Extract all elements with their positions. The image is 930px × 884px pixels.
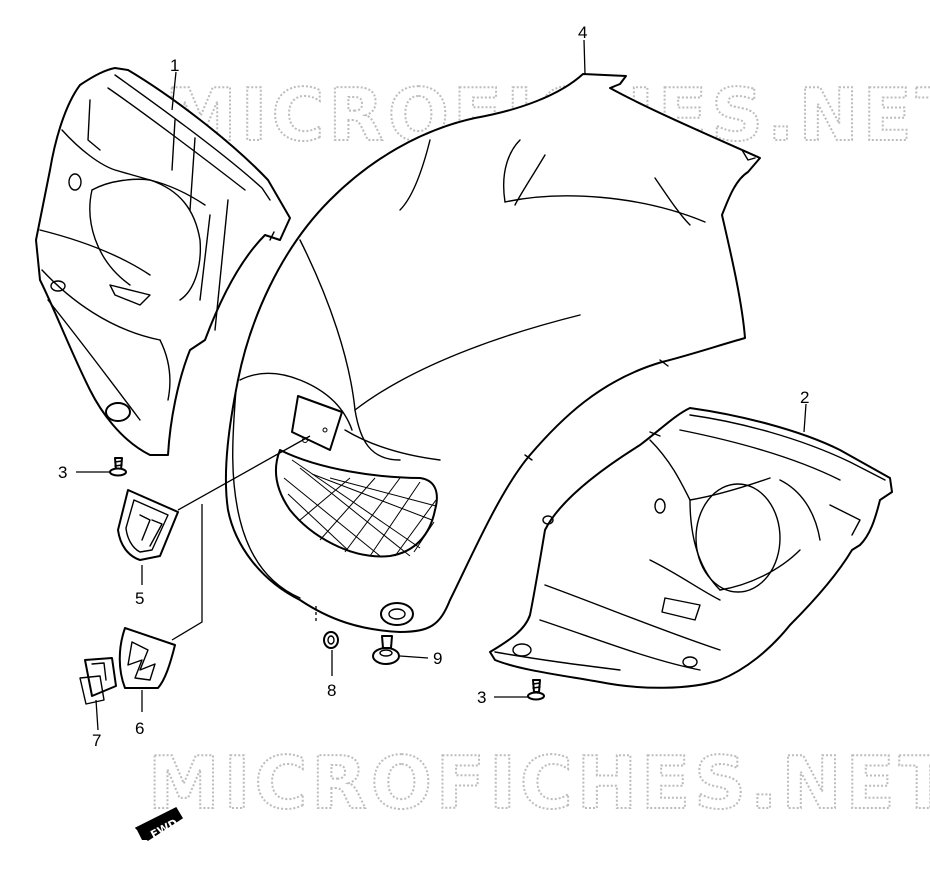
callout-3-left: 3 (58, 463, 67, 482)
watermark-bottom: MICROFICHES.NET (148, 741, 930, 825)
part-emblem-6[interactable] (118, 627, 176, 689)
part-grommet-8[interactable] (323, 631, 339, 649)
callout-8: 8 (327, 681, 336, 700)
part-front-cowl[interactable] (224, 73, 761, 633)
callout-4: 4 (578, 23, 587, 42)
leader-lines (76, 39, 807, 731)
callout-1: 1 (170, 56, 179, 75)
callout-7: 7 (92, 731, 101, 750)
callout-6: 6 (135, 719, 144, 738)
callout-3-right: 3 (477, 688, 486, 707)
part-inner-panel-left[interactable] (35, 67, 291, 456)
part-rivet-9[interactable] (372, 635, 400, 665)
callout-2: 2 (800, 388, 809, 407)
part-screw-3-left[interactable] (109, 457, 127, 477)
callout-9: 9 (433, 649, 442, 668)
part-emblem-7[interactable] (79, 657, 117, 705)
part-emblem-5[interactable] (117, 489, 179, 561)
callout-5: 5 (135, 589, 144, 608)
part-inner-panel-right[interactable] (489, 407, 893, 689)
part-screw-3-right[interactable] (527, 679, 545, 701)
